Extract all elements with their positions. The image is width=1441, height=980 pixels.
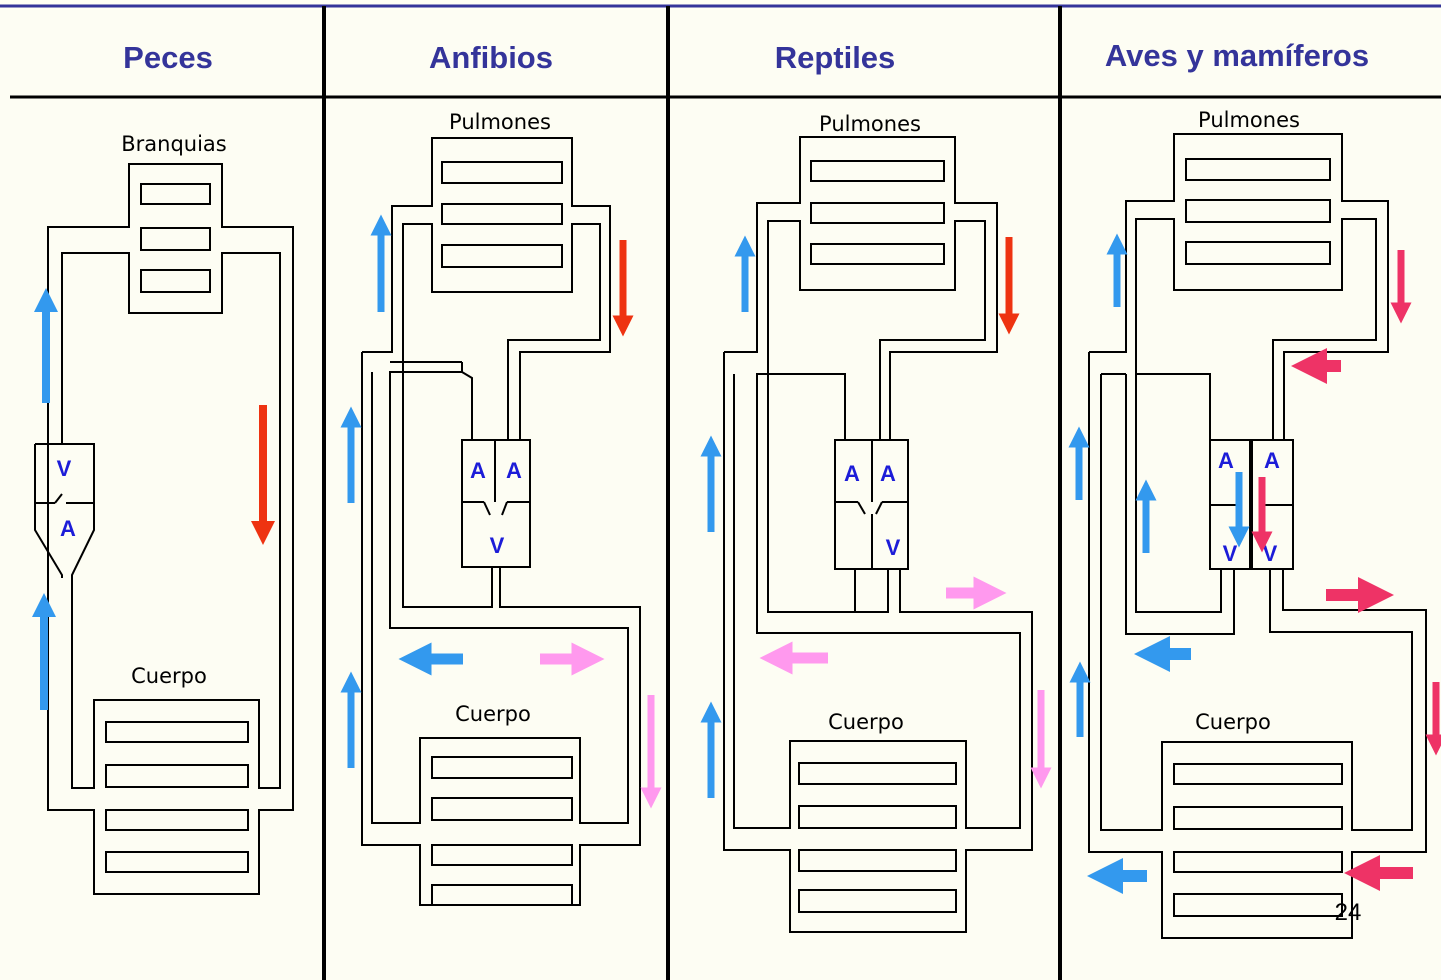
reptile-heart: A A V [834, 439, 909, 570]
amphibian-heart: A A V [461, 439, 531, 568]
chamber-ventricle: V [57, 456, 72, 481]
column-title-peces: Peces [123, 40, 213, 75]
reptile-vessels [723, 352, 1033, 933]
lungs-label: Pulmones [1198, 108, 1300, 132]
four-chamber-heart: A A V V [1209, 439, 1294, 570]
reptile-circulation: Pulmones A A V [700, 112, 1052, 933]
lungs-organ [1089, 133, 1389, 440]
body-label: Cuerpo [828, 710, 904, 734]
amphibian-vessels [361, 352, 641, 906]
bird-mammal-circulation: Pulmones A A V V [1068, 108, 1441, 939]
column-title-reptiles: Reptiles [775, 40, 896, 75]
chamber-ventricle: V [886, 535, 901, 560]
chamber-left-atrium: A [1264, 448, 1280, 473]
lungs-label: Pulmones [449, 110, 551, 134]
chamber-left-atrium: A [470, 458, 486, 483]
chamber-right-atrium: A [506, 458, 522, 483]
lungs-label: Pulmones [819, 112, 921, 136]
lungs-organ [362, 137, 611, 440]
column-title-anfibios: Anfibios [429, 40, 553, 75]
gills-label: Branquias [121, 132, 227, 156]
page-number: 24 [1335, 899, 1362, 926]
chamber-left-ventricle: V [1263, 541, 1278, 566]
body-label: Cuerpo [131, 664, 207, 688]
body-organ [105, 721, 249, 873]
body-organ [1173, 763, 1343, 917]
body-label: Cuerpo [455, 702, 531, 726]
chamber-right-ventricle: V [1223, 541, 1238, 566]
chamber-left-atrium: A [844, 461, 860, 486]
lungs-organ [724, 136, 998, 440]
gills-organ [47, 163, 294, 895]
body-organ [798, 762, 957, 913]
body-label: Cuerpo [1195, 710, 1271, 734]
amphibian-circulation: Pulmones A A V [340, 110, 662, 906]
fish-circulation: Branquias Cuerpo V A [32, 132, 294, 895]
fish-heart: V A [34, 443, 95, 578]
chamber-ventricle: V [490, 533, 505, 558]
chamber-right-atrium: A [880, 461, 896, 486]
column-title-aves-mamiferos: Aves y mamíferos [1105, 38, 1369, 73]
chamber-right-atrium: A [1218, 448, 1234, 473]
body-organ [431, 756, 573, 906]
chamber-atrium: A [60, 516, 76, 541]
